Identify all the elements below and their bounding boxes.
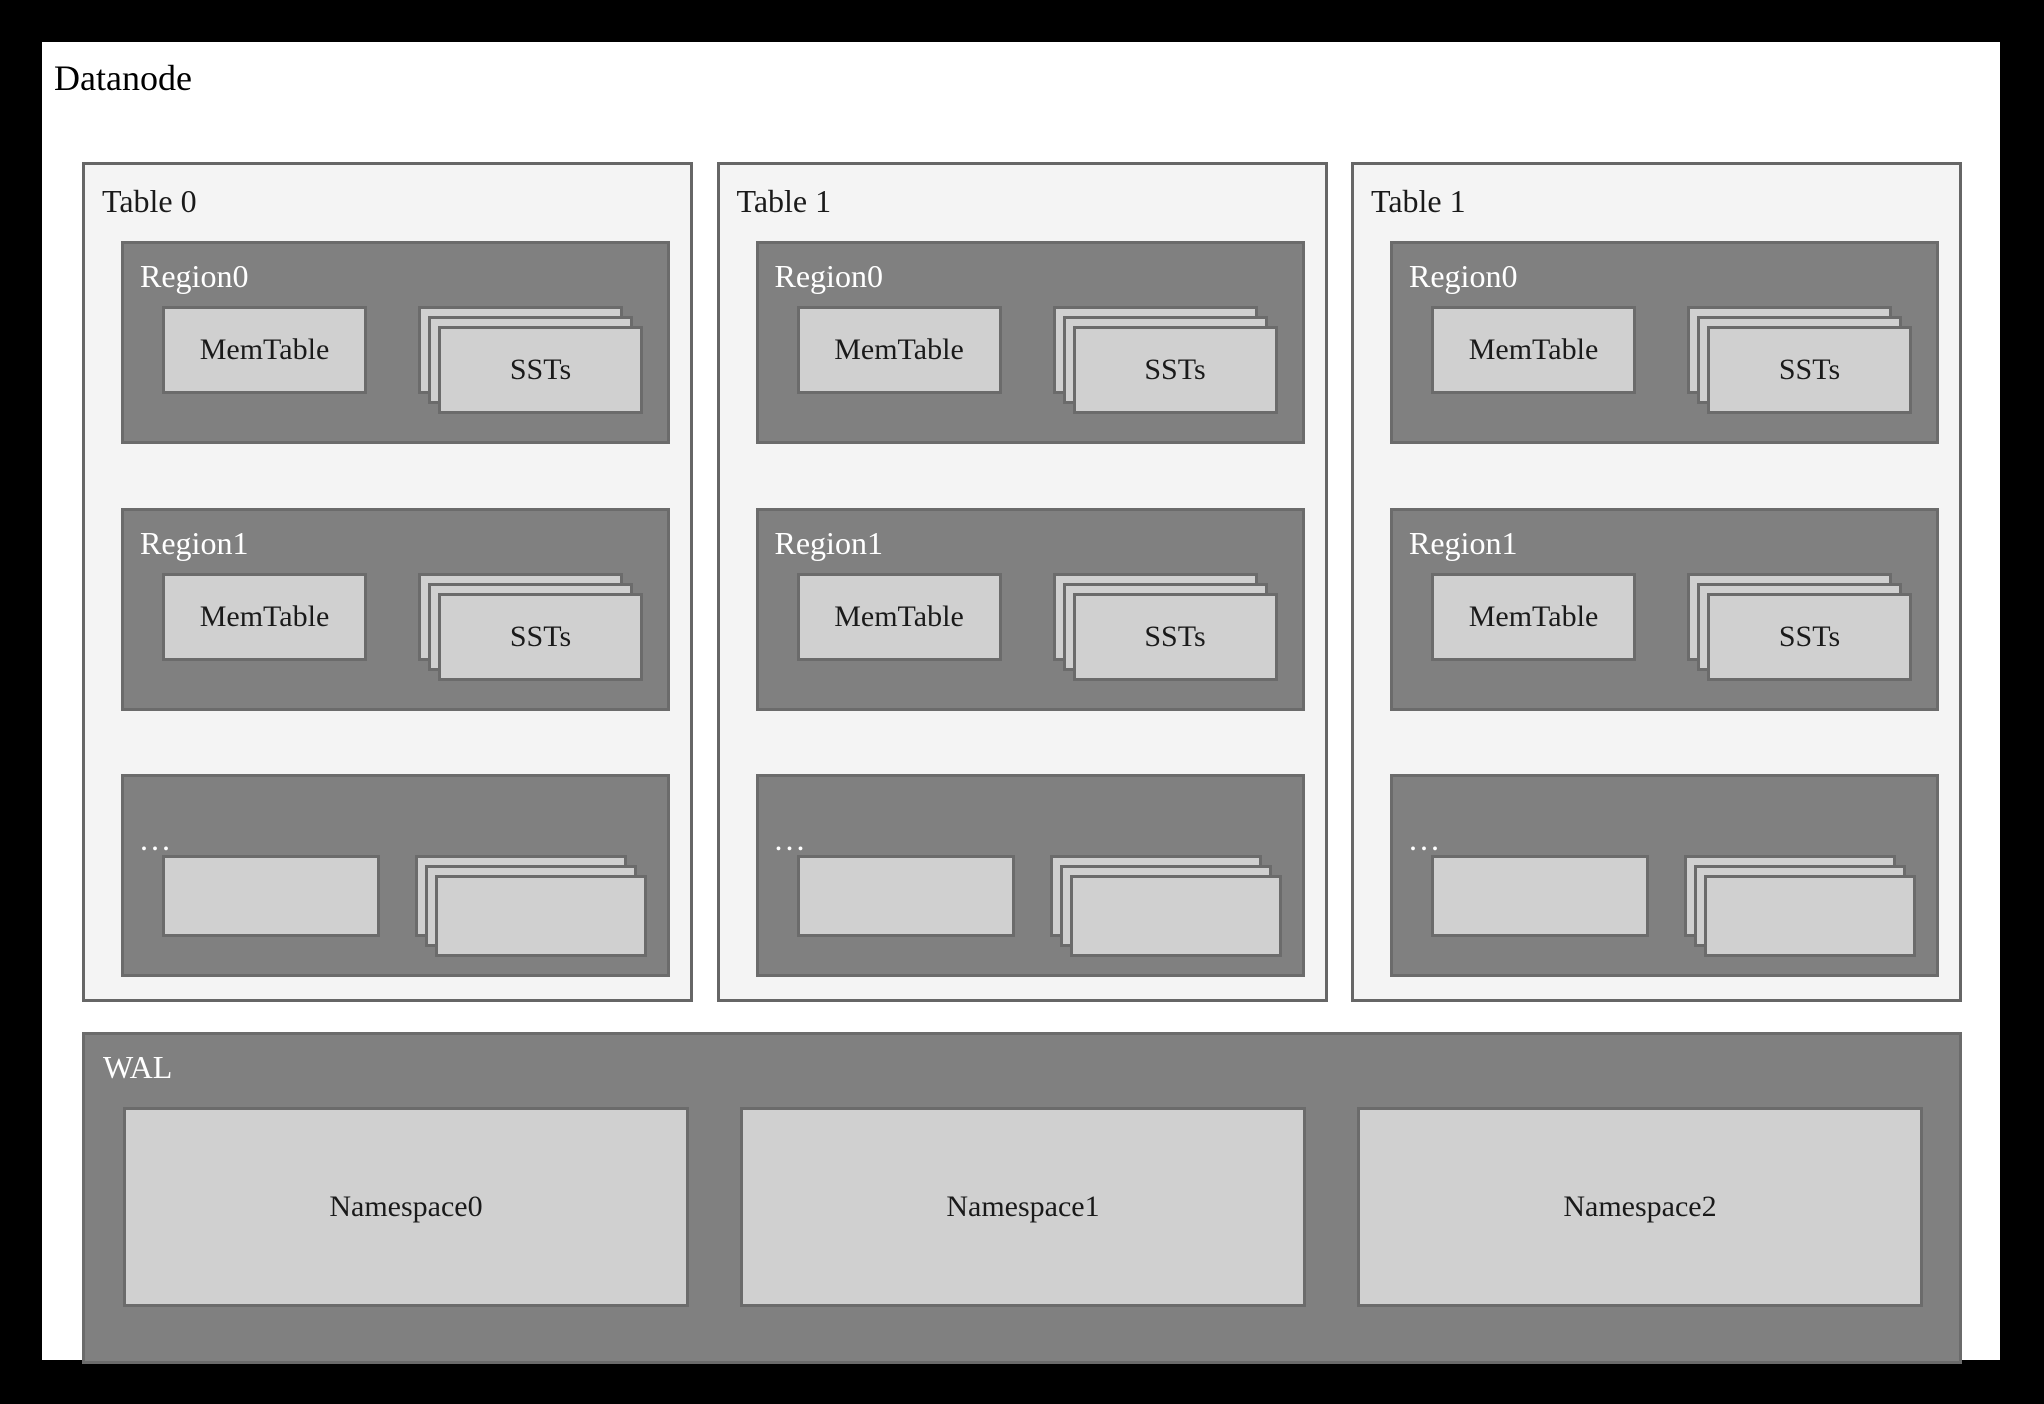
region-label: Region1 [774,524,883,561]
wal-container[interactable]: WAL Namespace0 Namespace1 Namespace2 [82,1032,1962,1364]
region-body [1431,855,1916,957]
region-box-ellipsis[interactable]: ... [1390,774,1939,977]
ellipsis-icon: ... [140,821,173,857]
region-box[interactable]: Region1 MemTable SSTs [1390,507,1939,711]
sst-sheet-front [1704,875,1916,957]
diagram-canvas: Datanode Table 0 Region0 MemTable SSTs [42,42,2000,1364]
sst-stack[interactable] [415,855,647,960]
sst-sheet-front: SSTs [1072,326,1278,414]
region-label: Region1 [140,524,249,561]
region-label: Region0 [774,258,883,294]
sst-stack[interactable]: SSTs [1052,306,1278,416]
wal-label: WAL [103,1049,173,1085]
region-body: MemTable SSTs [162,306,643,416]
region-body: MemTable SSTs [1431,572,1912,683]
sst-sheet-front: SSTs [438,326,643,414]
region-box-ellipsis[interactable]: ... [755,774,1305,977]
sst-stack[interactable]: SSTs [418,572,643,683]
sst-stack[interactable] [1049,855,1282,960]
tables-row: Table 0 Region0 MemTable SSTs [82,162,1962,1002]
memtable-box[interactable]: MemTable [1431,572,1636,661]
region-body: MemTable SSTs [796,306,1278,416]
region-box[interactable]: Region1 MemTable SSTs [121,507,670,711]
table-title: Table 0 [102,183,197,219]
region-body [796,855,1282,957]
region-list: Region0 MemTable SSTs Region1 [121,241,670,977]
region-box-ellipsis[interactable]: ... [121,774,670,977]
table-container-2[interactable]: Table 1 Region0 MemTable SSTs [1351,162,1962,1002]
region-label: Region0 [140,258,249,294]
namespace-box[interactable]: Namespace2 [1357,1107,1923,1307]
sst-stack[interactable]: SSTs [1052,572,1278,683]
region-list: Region0 MemTable SSTs Region1 [755,241,1305,977]
namespace-box[interactable]: Namespace0 [123,1107,689,1307]
sst-sheet-front [435,875,647,957]
sst-stack[interactable]: SSTs [418,306,643,416]
region-box[interactable]: Region0 MemTable SSTs [1390,241,1939,444]
memtable-box[interactable]: MemTable [162,306,367,394]
sst-sheet-front: SSTs [438,592,643,681]
region-body [162,855,647,957]
memtable-box[interactable]: MemTable [796,572,1002,661]
sst-sheet-front [1069,875,1282,957]
ellipsis-icon: ... [774,821,808,857]
memtable-box[interactable] [796,855,1015,937]
namespace-list: Namespace0 Namespace1 Namespace2 [123,1107,1923,1307]
region-body: MemTable SSTs [162,572,643,683]
memtable-box[interactable]: MemTable [162,572,367,661]
region-box[interactable]: Region1 MemTable SSTs [755,507,1305,711]
namespace-box[interactable]: Namespace1 [740,1107,1306,1307]
sst-stack[interactable]: SSTs [1687,572,1912,683]
sst-sheet-front: SSTs [1707,326,1912,414]
memtable-box[interactable] [1431,855,1649,937]
region-body: MemTable SSTs [1431,306,1912,416]
region-label: Region1 [1409,524,1518,561]
memtable-box[interactable]: MemTable [796,306,1002,394]
page-title: Datanode [54,58,192,98]
sst-sheet-front: SSTs [1707,592,1912,681]
region-label: Region0 [1409,258,1518,294]
sst-stack[interactable]: SSTs [1687,306,1912,416]
region-box[interactable]: Region0 MemTable SSTs [755,241,1305,444]
memtable-box[interactable] [162,855,380,937]
ellipsis-icon: ... [1409,821,1442,857]
sst-stack[interactable] [1684,855,1916,960]
sst-sheet-front: SSTs [1072,592,1278,681]
region-list: Region0 MemTable SSTs Region1 [1390,241,1939,977]
table-title: Table 1 [736,183,832,219]
region-box[interactable]: Region0 MemTable SSTs [121,241,670,444]
table-container-0[interactable]: Table 0 Region0 MemTable SSTs [82,162,693,1002]
table-title: Table 1 [1371,183,1466,219]
region-body: MemTable SSTs [796,572,1278,683]
memtable-box[interactable]: MemTable [1431,306,1636,394]
table-container-1[interactable]: Table 1 Region0 MemTable SSTs [716,162,1328,1002]
